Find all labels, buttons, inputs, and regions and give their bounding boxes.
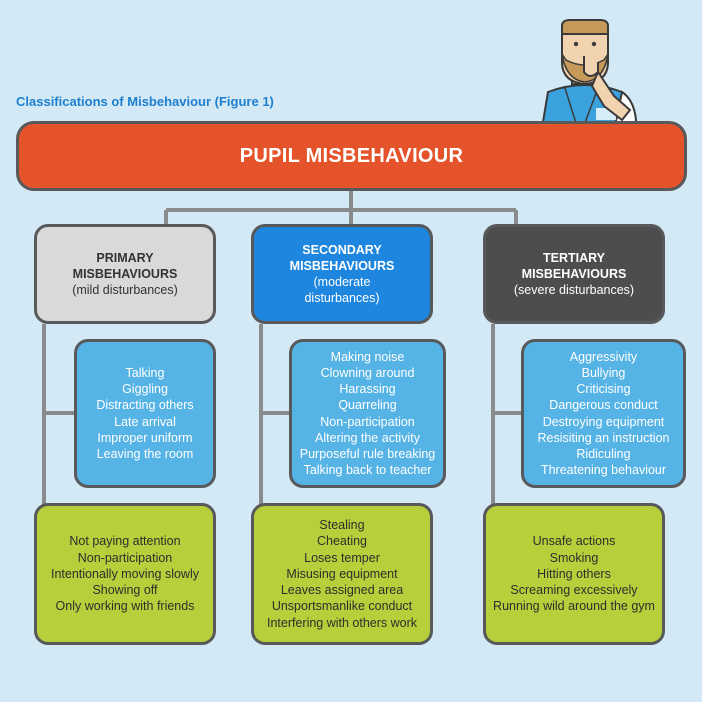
category-secondary: SECONDARY MISBEHAVIOURS (moderate distur… bbox=[251, 224, 433, 324]
list-item: Bullying bbox=[581, 365, 626, 380]
primary-title-line1: PRIMARY bbox=[96, 251, 154, 265]
secondary-subtitle-line1: (moderate bbox=[313, 275, 371, 289]
list-item: Loses temper bbox=[304, 550, 380, 565]
list-item: Quarreling bbox=[338, 398, 397, 413]
secondary-subtitle-line2: disturbances) bbox=[304, 291, 380, 305]
secondary-behaviours-list-a: Making noise Clowning around Harassing Q… bbox=[289, 339, 446, 488]
list-item: Only working with friends bbox=[55, 599, 195, 614]
tertiary-subtitle-line1: (severe disturbances) bbox=[513, 283, 635, 297]
list-item: Ridiculing bbox=[576, 446, 631, 461]
list-item: Threatening behaviour bbox=[540, 463, 667, 478]
tertiary-behaviours-list-b: Unsafe actions Smoking Hitting others Sc… bbox=[483, 503, 665, 645]
primary-title-line2: MISBEHAVIOURS bbox=[72, 267, 178, 281]
primary-behaviours-list-a: Talking Giggling Distracting others Late… bbox=[74, 339, 216, 488]
list-item: Hitting others bbox=[537, 566, 611, 581]
primary-subtitle-line1: (mild disturbances) bbox=[72, 283, 178, 297]
tertiary-title-line2: MISBEHAVIOURS bbox=[521, 267, 627, 281]
root-label: PUPIL MISBEHAVIOUR bbox=[239, 144, 464, 167]
primary-behaviours-list-b: Not paying attention Non-participation I… bbox=[34, 503, 216, 645]
list-item: Harassing bbox=[339, 382, 396, 397]
list-item: Talking bbox=[125, 365, 165, 380]
tertiary-title-line1: TERTIARY bbox=[542, 251, 606, 265]
secondary-title-line1: SECONDARY bbox=[302, 243, 382, 257]
list-item: Showing off bbox=[92, 583, 158, 598]
list-item: Unsafe actions bbox=[532, 534, 616, 549]
list-item: Late arrival bbox=[114, 414, 176, 429]
list-item: Giggling bbox=[122, 382, 168, 397]
list-item: Unsportsmanlike conduct bbox=[271, 599, 413, 614]
list-item: Dangerous conduct bbox=[549, 398, 658, 413]
secondary-title-line2: MISBEHAVIOURS bbox=[289, 259, 395, 273]
figure-caption: Classifications of Misbehaviour (Figure … bbox=[16, 94, 274, 109]
list-item: Smoking bbox=[549, 550, 599, 565]
list-item: Purposeful rule breaking bbox=[299, 446, 436, 461]
list-item: Misusing equipment bbox=[286, 566, 398, 581]
root-pupil-misbehaviour: PUPIL MISBEHAVIOUR bbox=[16, 121, 687, 191]
list-item: Interfering with others work bbox=[266, 615, 418, 630]
list-item: Talking back to teacher bbox=[303, 463, 432, 478]
list-item: Running wild around the gym bbox=[493, 599, 655, 614]
list-item: Intentionally moving slowly bbox=[51, 566, 199, 581]
list-item: Leaving the room bbox=[96, 446, 194, 461]
list-item: Distracting others bbox=[96, 398, 194, 413]
list-item: Non-participation bbox=[77, 550, 173, 565]
list-item: Altering the activity bbox=[315, 430, 420, 445]
list-item: Making noise bbox=[330, 349, 405, 364]
secondary-behaviours-list-b: Stealing Cheating Loses temper Misusing … bbox=[251, 503, 433, 645]
list-item: Stealing bbox=[319, 518, 365, 533]
category-tertiary: TERTIARY MISBEHAVIOURS (severe disturban… bbox=[483, 224, 665, 324]
list-item: Improper uniform bbox=[97, 430, 193, 445]
list-item: Leaves assigned area bbox=[280, 583, 404, 598]
list-item: Destroying equipment bbox=[542, 414, 665, 429]
list-item: Criticising bbox=[576, 382, 631, 397]
list-item: Cheating bbox=[316, 534, 368, 549]
list-item: Screaming excessively bbox=[510, 583, 638, 598]
list-item: Resisiting an instruction bbox=[537, 430, 670, 445]
list-item: Clowning around bbox=[320, 365, 415, 380]
list-item: Non-participation bbox=[320, 414, 415, 429]
list-item: Not paying attention bbox=[69, 534, 181, 549]
list-item: Aggressivity bbox=[569, 349, 638, 364]
tertiary-behaviours-list-a: Aggressivity Bullying Criticising Danger… bbox=[521, 339, 686, 488]
category-primary: PRIMARY MISBEHAVIOURS (mild disturbances… bbox=[34, 224, 216, 324]
